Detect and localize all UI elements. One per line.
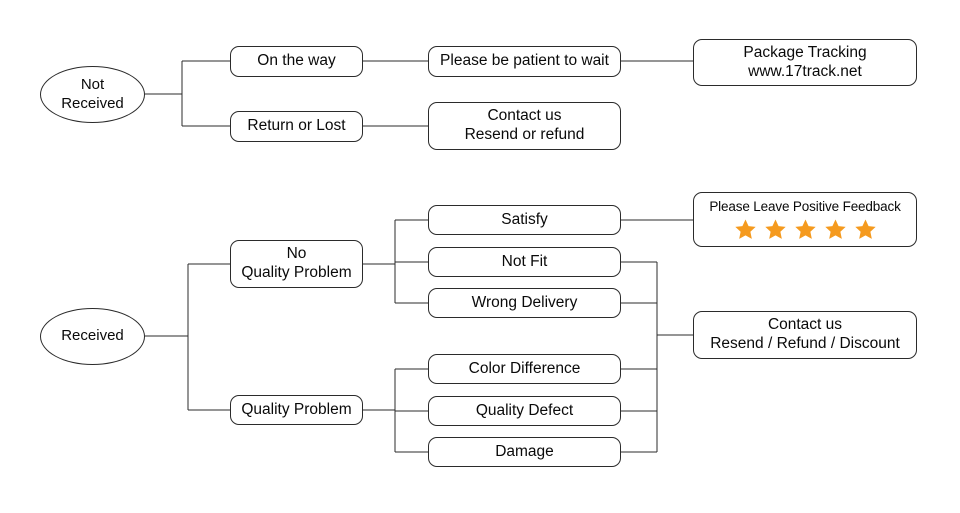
node-please-be-patient-label: Please be patient to wait — [440, 52, 609, 70]
node-on-the-way-label: On the way — [257, 52, 336, 70]
node-contact-us-resend-refund-discount[interactable]: Contact us Resend / Refund / Discount — [693, 311, 917, 359]
star-icon[interactable] — [734, 218, 757, 241]
node-no-quality-problem-line1: No — [286, 245, 307, 263]
node-wrong-delivery-label: Wrong Delivery — [471, 293, 578, 311]
node-wrong-delivery[interactable]: Wrong Delivery — [428, 288, 621, 318]
star-rating[interactable] — [734, 218, 877, 241]
node-return-or-lost[interactable]: Return or Lost — [230, 111, 363, 142]
node-return-or-lost-label: Return or Lost — [247, 117, 346, 135]
node-package-tracking-title: Package Tracking — [743, 43, 867, 61]
node-not-fit[interactable]: Not Fit — [428, 247, 621, 277]
node-not-received[interactable]: Not Received — [40, 66, 145, 123]
node-color-difference-label: Color Difference — [468, 359, 581, 377]
feedback-title: Please Leave Positive Feedback — [709, 199, 901, 215]
star-icon[interactable] — [764, 218, 787, 241]
node-damage[interactable]: Damage — [428, 437, 621, 467]
node-quality-problem[interactable]: Quality Problem — [230, 395, 363, 425]
node-received-label: Received — [61, 327, 124, 345]
node-satisfy[interactable]: Satisfy — [428, 205, 621, 235]
node-contact-us-1-line2: Resend or refund — [464, 126, 585, 143]
node-satisfy-label: Satisfy — [501, 210, 548, 228]
node-no-quality-problem-line2: Quality Problem — [241, 264, 352, 281]
node-not-fit-label: Not Fit — [501, 252, 548, 270]
node-color-difference[interactable]: Color Difference — [428, 354, 621, 384]
node-damage-label: Damage — [495, 442, 554, 460]
star-icon[interactable] — [794, 218, 817, 241]
node-quality-problem-label: Quality Problem — [241, 400, 352, 418]
node-not-received-line1: Not — [80, 76, 105, 94]
star-icon[interactable] — [854, 218, 877, 241]
node-contact-us-resend-or-refund[interactable]: Contact us Resend or refund — [428, 102, 621, 150]
node-contact-us-2-line1: Contact us — [767, 316, 843, 334]
node-leave-positive-feedback[interactable]: Please Leave Positive Feedback — [693, 192, 917, 247]
node-on-the-way[interactable]: On the way — [230, 46, 363, 77]
node-not-received-line2: Received — [61, 94, 124, 112]
star-icon[interactable] — [824, 218, 847, 241]
node-please-be-patient-to-wait[interactable]: Please be patient to wait — [428, 46, 621, 77]
node-quality-defect[interactable]: Quality Defect — [428, 396, 621, 426]
node-package-tracking-url: www.17track.net — [748, 62, 862, 80]
node-quality-defect-label: Quality Defect — [475, 401, 574, 419]
node-contact-us-1-line1: Contact us — [487, 107, 562, 125]
node-received[interactable]: Received — [40, 308, 145, 365]
node-contact-us-2-line2: Resend / Refund / Discount — [710, 335, 900, 352]
node-no-quality-problem[interactable]: No Quality Problem — [230, 240, 363, 288]
node-package-tracking[interactable]: Package Tracking www.17track.net — [693, 39, 917, 86]
